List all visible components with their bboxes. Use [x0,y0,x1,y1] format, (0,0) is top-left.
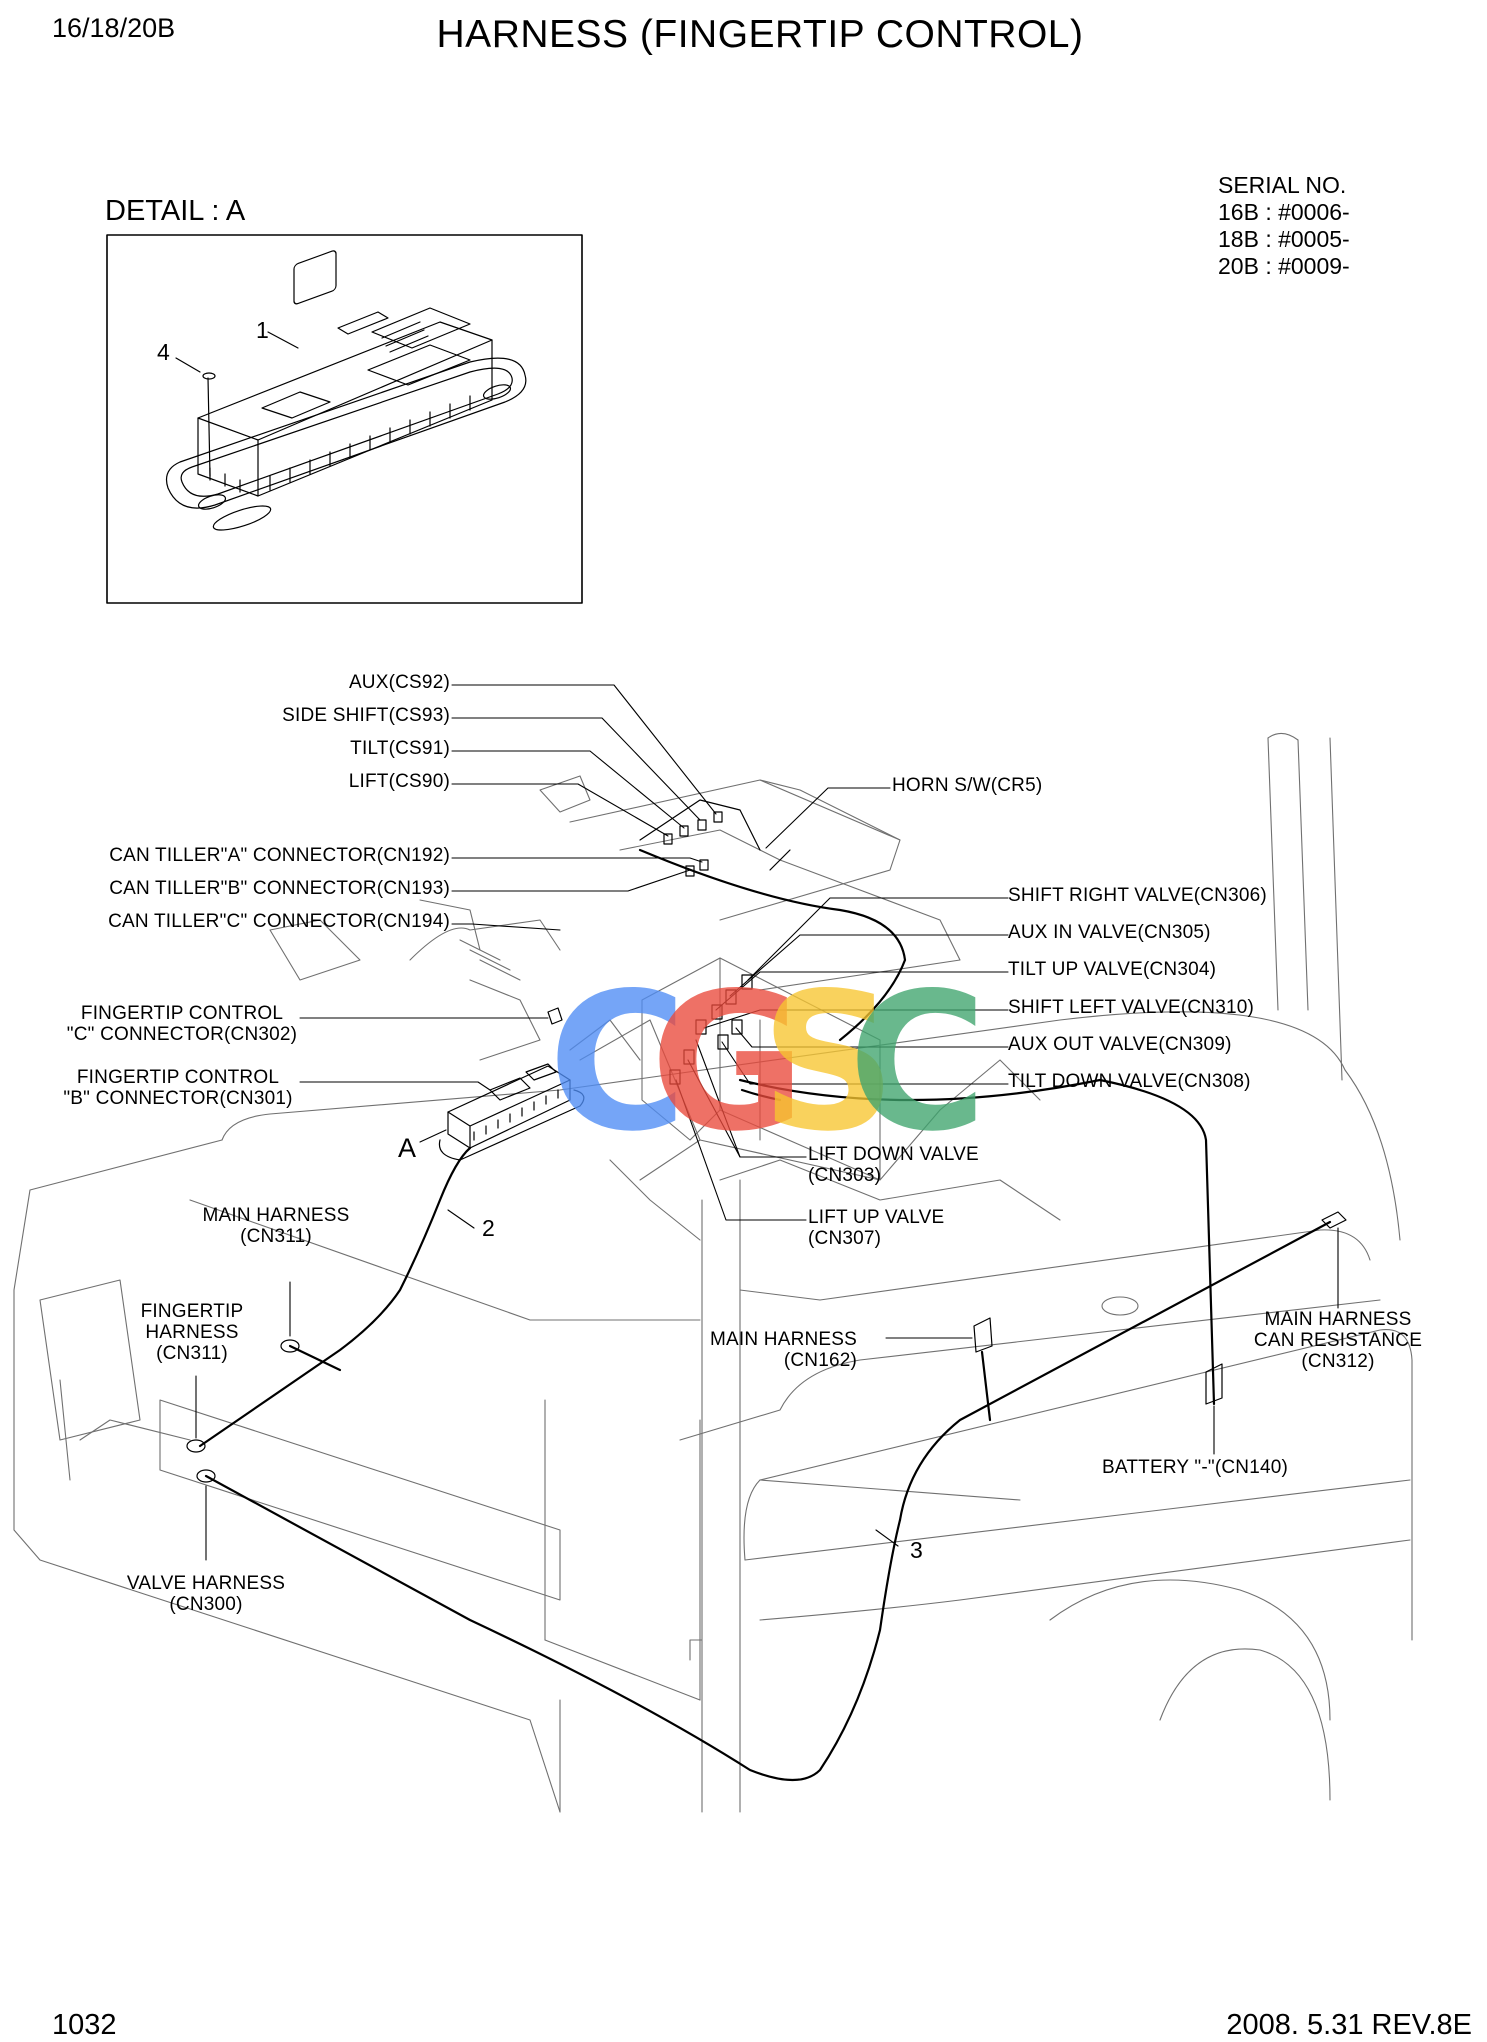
serial-line-18b: 18B : #0005- [1218,226,1350,252]
label-lift-down-valve: LIFT DOWN VALVE (CN303) [808,1144,979,1186]
label-shift-right-valve: SHIFT RIGHT VALVE(CN306) [1008,885,1267,906]
item-number-2: 2 [482,1215,495,1241]
page-number: 1032 [52,2009,117,2041]
controller-detail [165,250,527,531]
label-shift-left-valve: SHIFT LEFT VALVE(CN310) [1008,997,1255,1018]
label-tilt-down-valve: TILT DOWN VALVE(CN308) [1008,1071,1251,1092]
label-fingertip-b-connector: FINGERTIP CONTROL "B" CONNECTOR(CN301) [63,1067,293,1109]
detail-callout-4: 4 [157,339,170,365]
harness-wires [198,848,1332,1781]
watermark-letter-g: G [650,952,806,1173]
label-lift-cs90: LIFT(CS90) [348,771,450,792]
label-tilt-up-valve: TILT UP VALVE(CN304) [1008,959,1217,980]
serial-line-16b: 16B : #0006- [1218,199,1350,225]
label-aux-cs92: AUX(CS92) [348,672,450,693]
watermark-letter-c2: C [848,952,988,1173]
label-valve-harness-cn300: VALVE HARNESS (CN300) [126,1573,286,1615]
label-can-tiller-c: CAN TILLER"C" CONNECTOR(CN194) [108,911,450,932]
detail-title: DETAIL : A [105,195,246,227]
label-tilt-cs91: TILT(CS91) [350,738,450,759]
label-main-harness-cn311: MAIN HARNESS (CN311) [202,1205,350,1247]
label-fingertip-harness-cn311: FINGERTIP HARNESS (CN311) [140,1301,244,1364]
label-horn-switch: HORN S/W(CR5) [892,775,1043,796]
serial-line-20b: 20B : #0009- [1218,253,1350,279]
serial-block: SERIAL NO. 16B : #0006- 18B : #0005- 20B… [1218,172,1350,280]
revision-date: 2008. 5.31 REV.8E [1226,2009,1472,2041]
watermark-letter-s: S [760,952,897,1173]
serial-heading: SERIAL NO. [1218,172,1347,198]
detail-callout-1: 1 [256,317,269,343]
label-lift-up-valve: LIFT UP VALVE (CN307) [808,1207,945,1249]
label-aux-in-valve: AUX IN VALVE(CN305) [1008,922,1211,943]
label-can-tiller-b: CAN TILLER"B" CONNECTOR(CN193) [109,878,450,899]
label-side-shift-cs93: SIDE SHIFT(CS93) [282,705,450,726]
page-title: HARNESS (FINGERTIP CONTROL) [436,13,1084,56]
label-can-tiller-a: CAN TILLER"A" CONNECTOR(CN192) [109,845,450,866]
model-number: 16/18/20B [52,13,176,43]
leader-lines [195,684,1339,1561]
item-number-3: 3 [910,1537,923,1563]
truck-outline [13,732,1413,1813]
detail-reference-a: A [398,1133,417,1163]
label-fingertip-c-connector: FINGERTIP CONTROL "C" CONNECTOR(CN302) [66,1003,298,1045]
label-main-harness-cn162: MAIN HARNESS (CN162) [710,1329,858,1371]
label-main-harness-cn312: MAIN HARNESS CAN RESISTANCE (CN312) [1253,1309,1423,1372]
connector-blocks [186,799,1347,1483]
detail-a-frame [106,234,583,604]
watermark-letter-c1: C [548,952,688,1173]
label-aux-out-valve: AUX OUT VALVE(CN309) [1008,1034,1232,1055]
label-battery-cn140: BATTERY "-"(CN140) [1102,1457,1289,1478]
